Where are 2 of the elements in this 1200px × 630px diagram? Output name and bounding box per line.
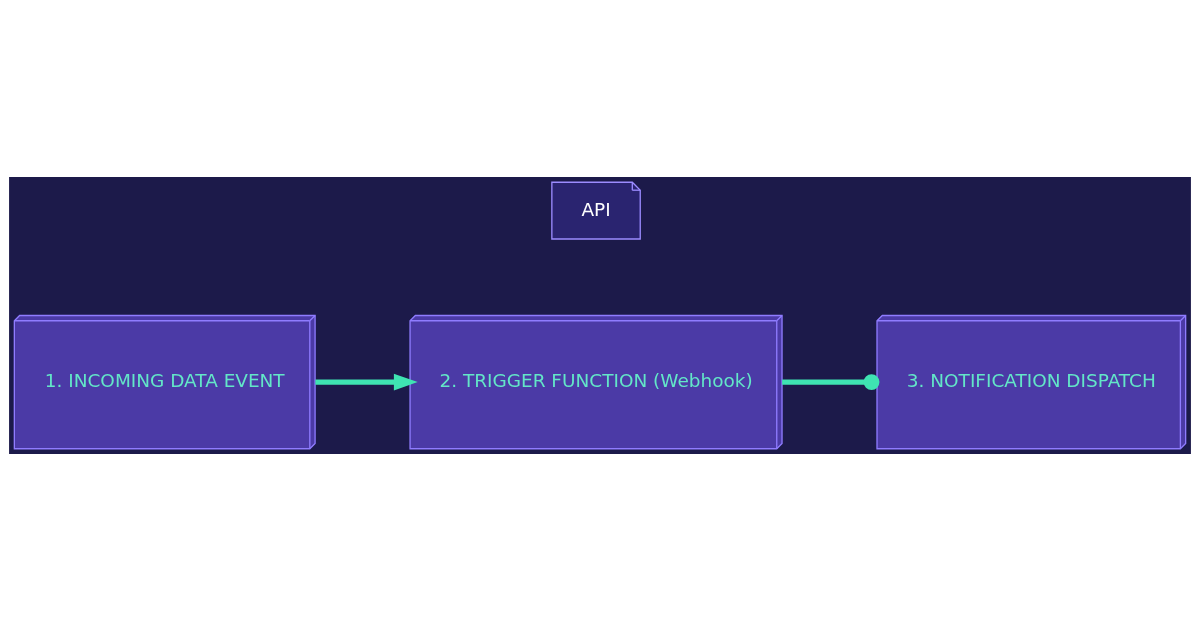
connector — [782, 373, 880, 390]
arrow — [315, 373, 418, 390]
